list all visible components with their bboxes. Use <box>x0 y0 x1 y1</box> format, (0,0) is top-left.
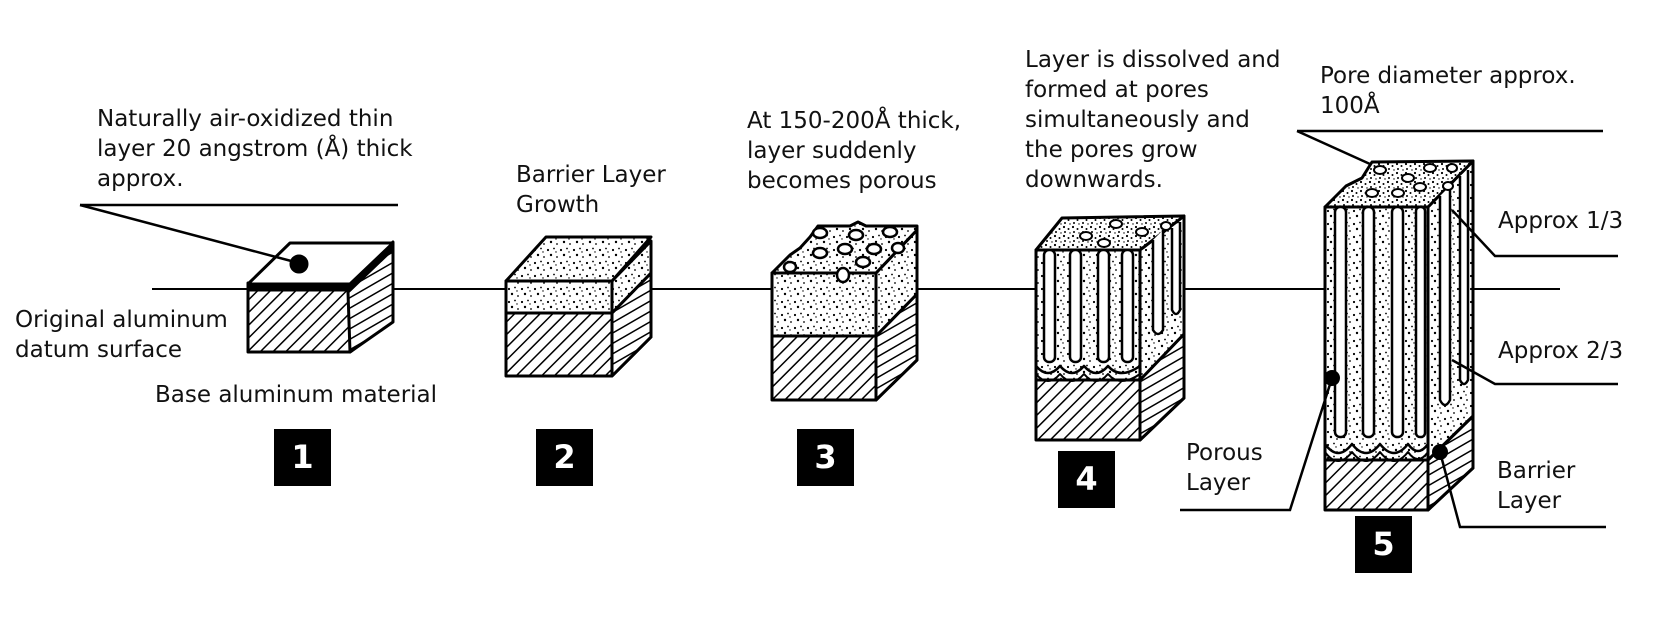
label-porous-layer: Porous Layer <box>1186 440 1263 496</box>
label-pore-diameter: Pore diameter approx. 100Å <box>1320 63 1576 119</box>
stage-badge-1: 1 <box>274 429 331 486</box>
label-approx-two-thirds: Approx 2/3 <box>1498 338 1624 364</box>
label-stage-2-note: Barrier Layer Growth <box>516 162 666 218</box>
stage-badge-3: 3 <box>797 429 854 486</box>
porous-layer-dot <box>1324 370 1340 386</box>
stage-4-block <box>1034 214 1186 442</box>
stage-badge-5: 5 <box>1355 516 1412 573</box>
label-barrier-layer: Barrier Layer <box>1497 458 1576 514</box>
label-approx-third: Approx 1/3 <box>1498 208 1624 234</box>
label-datum-surface: Original aluminum datum surface <box>15 307 228 363</box>
label-stage-3-note: At 150-200Å thick, layer suddenly become… <box>747 108 962 194</box>
stage-2-block <box>504 235 653 378</box>
label-base-material: Base aluminum material <box>155 382 438 408</box>
stage-1-block <box>246 240 395 354</box>
stage-badge-4: 4 <box>1058 451 1115 508</box>
label-stage-1-note: Naturally air-oxidized thin layer 20 ang… <box>97 106 413 192</box>
stage-1-leader <box>79 203 398 264</box>
stage-3-block <box>770 220 919 402</box>
stage-badge-2: 2 <box>536 429 593 486</box>
stage-5-leaders <box>1180 129 1618 529</box>
stage-5-block <box>1323 159 1475 512</box>
label-stage-4-note: Layer is dissolved and formed at pores s… <box>1025 47 1281 193</box>
barrier-layer-dot <box>1432 444 1448 460</box>
